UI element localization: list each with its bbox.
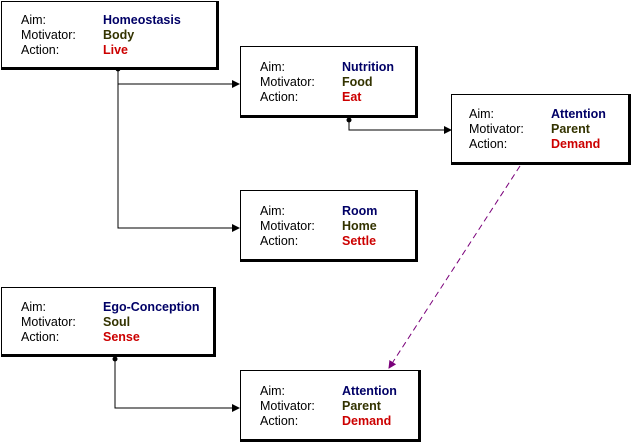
connector-homeostasis-to-room	[117, 84, 240, 232]
dashed-connector-attention-to-attention	[388, 165, 521, 369]
action-value: Demand	[342, 414, 392, 428]
motivator-value: Home	[342, 219, 377, 233]
node-attention-bottom: Aim: Attention Motivator: Parent Action:…	[240, 370, 421, 442]
action-value: Settle	[342, 234, 377, 248]
aim-key: Aim:	[260, 60, 285, 74]
motivator-value: Food	[342, 75, 373, 89]
action-key: Action:	[260, 90, 299, 104]
aim-key: Aim:	[260, 204, 285, 218]
motivator-key: Motivator:	[260, 75, 315, 89]
node-ego-conception: Aim: Ego-Conception Motivator: Soul Acti…	[1, 287, 216, 357]
motivator-key: Motivator:	[21, 315, 76, 329]
aim-key: Aim:	[469, 107, 494, 121]
motivator-key: Motivator:	[260, 399, 315, 413]
connector-nutrition-to-attention	[348, 120, 452, 134]
aim-value: Attention	[551, 107, 606, 121]
connector-homeostasis-to-nutrition	[117, 69, 240, 88]
node-nutrition: Aim: Nutrition Motivator: Food Action: E…	[240, 46, 418, 118]
action-key: Action:	[21, 330, 60, 344]
connector-ego-to-attention	[114, 359, 240, 412]
aim-value: Attention	[342, 384, 397, 398]
action-key: Action:	[260, 234, 299, 248]
motivator-key: Motivator:	[260, 219, 315, 233]
aim-value: Ego-Conception	[103, 300, 200, 314]
aim-value: Room	[342, 204, 378, 218]
motivator-value: Parent	[551, 122, 590, 136]
motivator-value: Parent	[342, 399, 381, 413]
action-value: Live	[103, 43, 129, 57]
motivator-value: Soul	[103, 315, 131, 329]
aim-key: Aim:	[21, 13, 46, 27]
aim-value: Homeostasis	[103, 13, 181, 27]
action-value: Sense	[103, 330, 140, 344]
node-attention-top: Aim: Attention Motivator: Parent Action:…	[451, 94, 631, 165]
motivator-value: Body	[103, 28, 135, 42]
node-room: Aim: Room Motivator: Home Action: Settle	[240, 190, 418, 262]
aim-value: Nutrition	[342, 60, 395, 74]
node-homeostasis: Aim: Homeostasis Motivator: Body Action:…	[1, 1, 219, 70]
action-value: Demand	[551, 137, 601, 151]
motivator-key: Motivator:	[469, 122, 524, 136]
aim-key: Aim:	[21, 300, 46, 314]
action-key: Action:	[469, 137, 508, 151]
action-value: Eat	[342, 90, 362, 104]
motivator-key: Motivator:	[21, 28, 76, 42]
action-key: Action:	[260, 414, 299, 428]
aim-key: Aim:	[260, 384, 285, 398]
action-key: Action:	[21, 43, 60, 57]
